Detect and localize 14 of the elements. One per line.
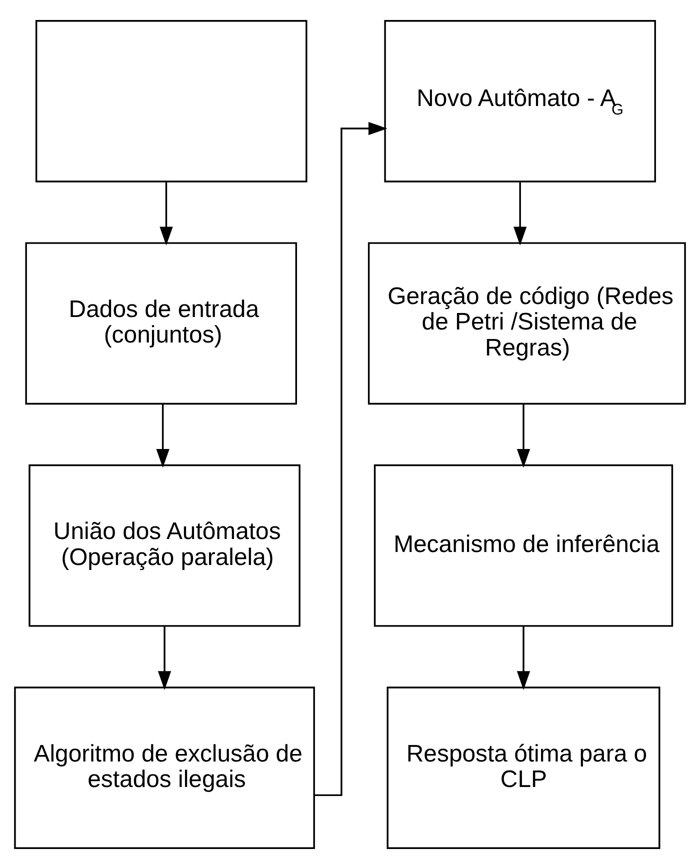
arrow (156, 404, 170, 468)
node-box: União dos Autômatos (Operação paralela) (28, 464, 300, 626)
node-box: Mecanismo de inferência (374, 464, 674, 626)
arrow (314, 121, 388, 796)
arrow (516, 626, 530, 690)
arrow (516, 404, 530, 468)
node-box: Geração de código (Redes de Petri /Sistema de Regras) (368, 242, 686, 404)
node-box: Algoritmo de exclusão de estados ilegais (14, 686, 315, 849)
node-box: Resposta ótima para o CLP (386, 686, 660, 849)
arrow (158, 626, 172, 690)
arrow (513, 182, 527, 246)
node-box (35, 19, 308, 182)
arrow (160, 182, 173, 246)
node-box: Dados de entrada (conjuntos) (25, 242, 297, 404)
